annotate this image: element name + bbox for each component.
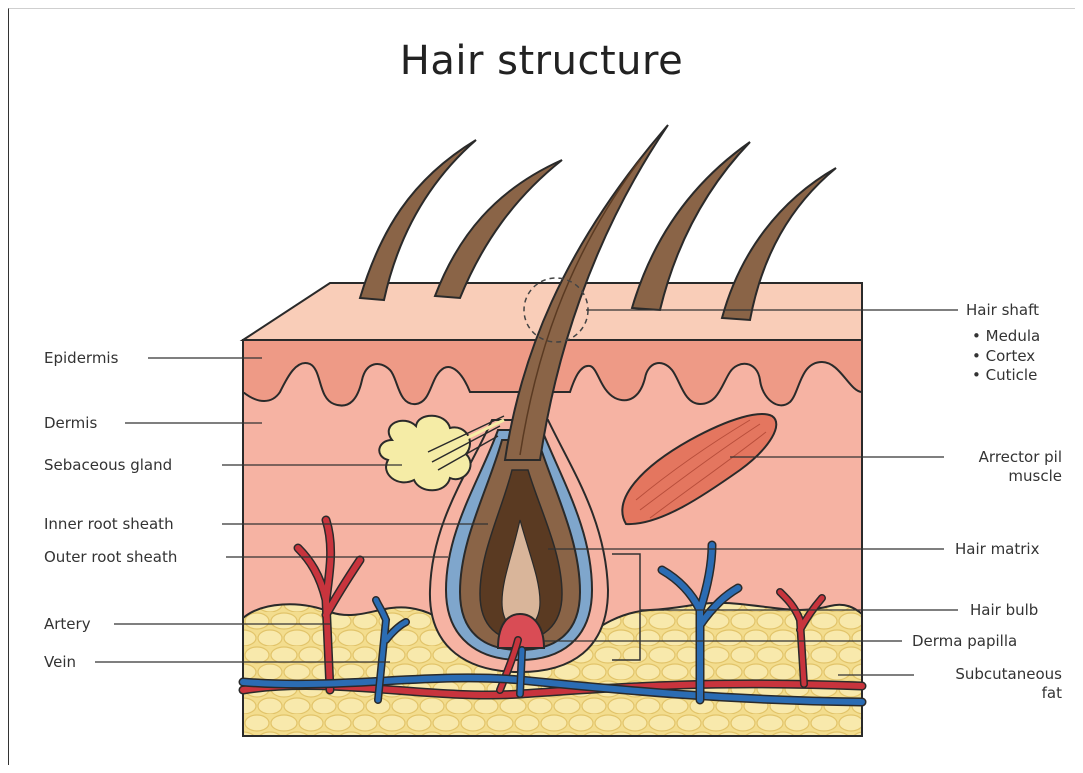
label-hair-matrix: Hair matrix [955, 540, 1039, 558]
label-arrector-pili-line1: Arrector pil [930, 448, 1062, 466]
label-hair-shaft: Hair shaft [966, 301, 1039, 319]
hair-shaft-part-cuticle: Cuticle [972, 366, 1040, 386]
label-vein: Vein [44, 653, 76, 671]
hair-shaft-part-cortex: Cortex [972, 347, 1040, 367]
label-derma-papilla: Derma papilla [912, 632, 1017, 650]
hair-shaft-parts-list: Medula Cortex Cuticle [972, 327, 1040, 386]
sebaceous-gland [379, 416, 470, 491]
hair-shaft-part-medula: Medula [972, 327, 1040, 347]
label-subcutaneous-line1: Subcutaneous [900, 665, 1062, 683]
label-arrector-pili-line2: muscle [930, 467, 1062, 485]
label-outer-root-sheath: Outer root sheath [44, 548, 177, 566]
label-epidermis: Epidermis [44, 349, 118, 367]
label-sebaceous-gland: Sebaceous gland [44, 456, 172, 474]
label-dermis: Dermis [44, 414, 97, 432]
label-inner-root-sheath: Inner root sheath [44, 515, 174, 533]
label-hair-bulb: Hair bulb [970, 601, 1038, 619]
label-subcutaneous-line2: fat [900, 684, 1062, 702]
label-artery: Artery [44, 615, 91, 633]
